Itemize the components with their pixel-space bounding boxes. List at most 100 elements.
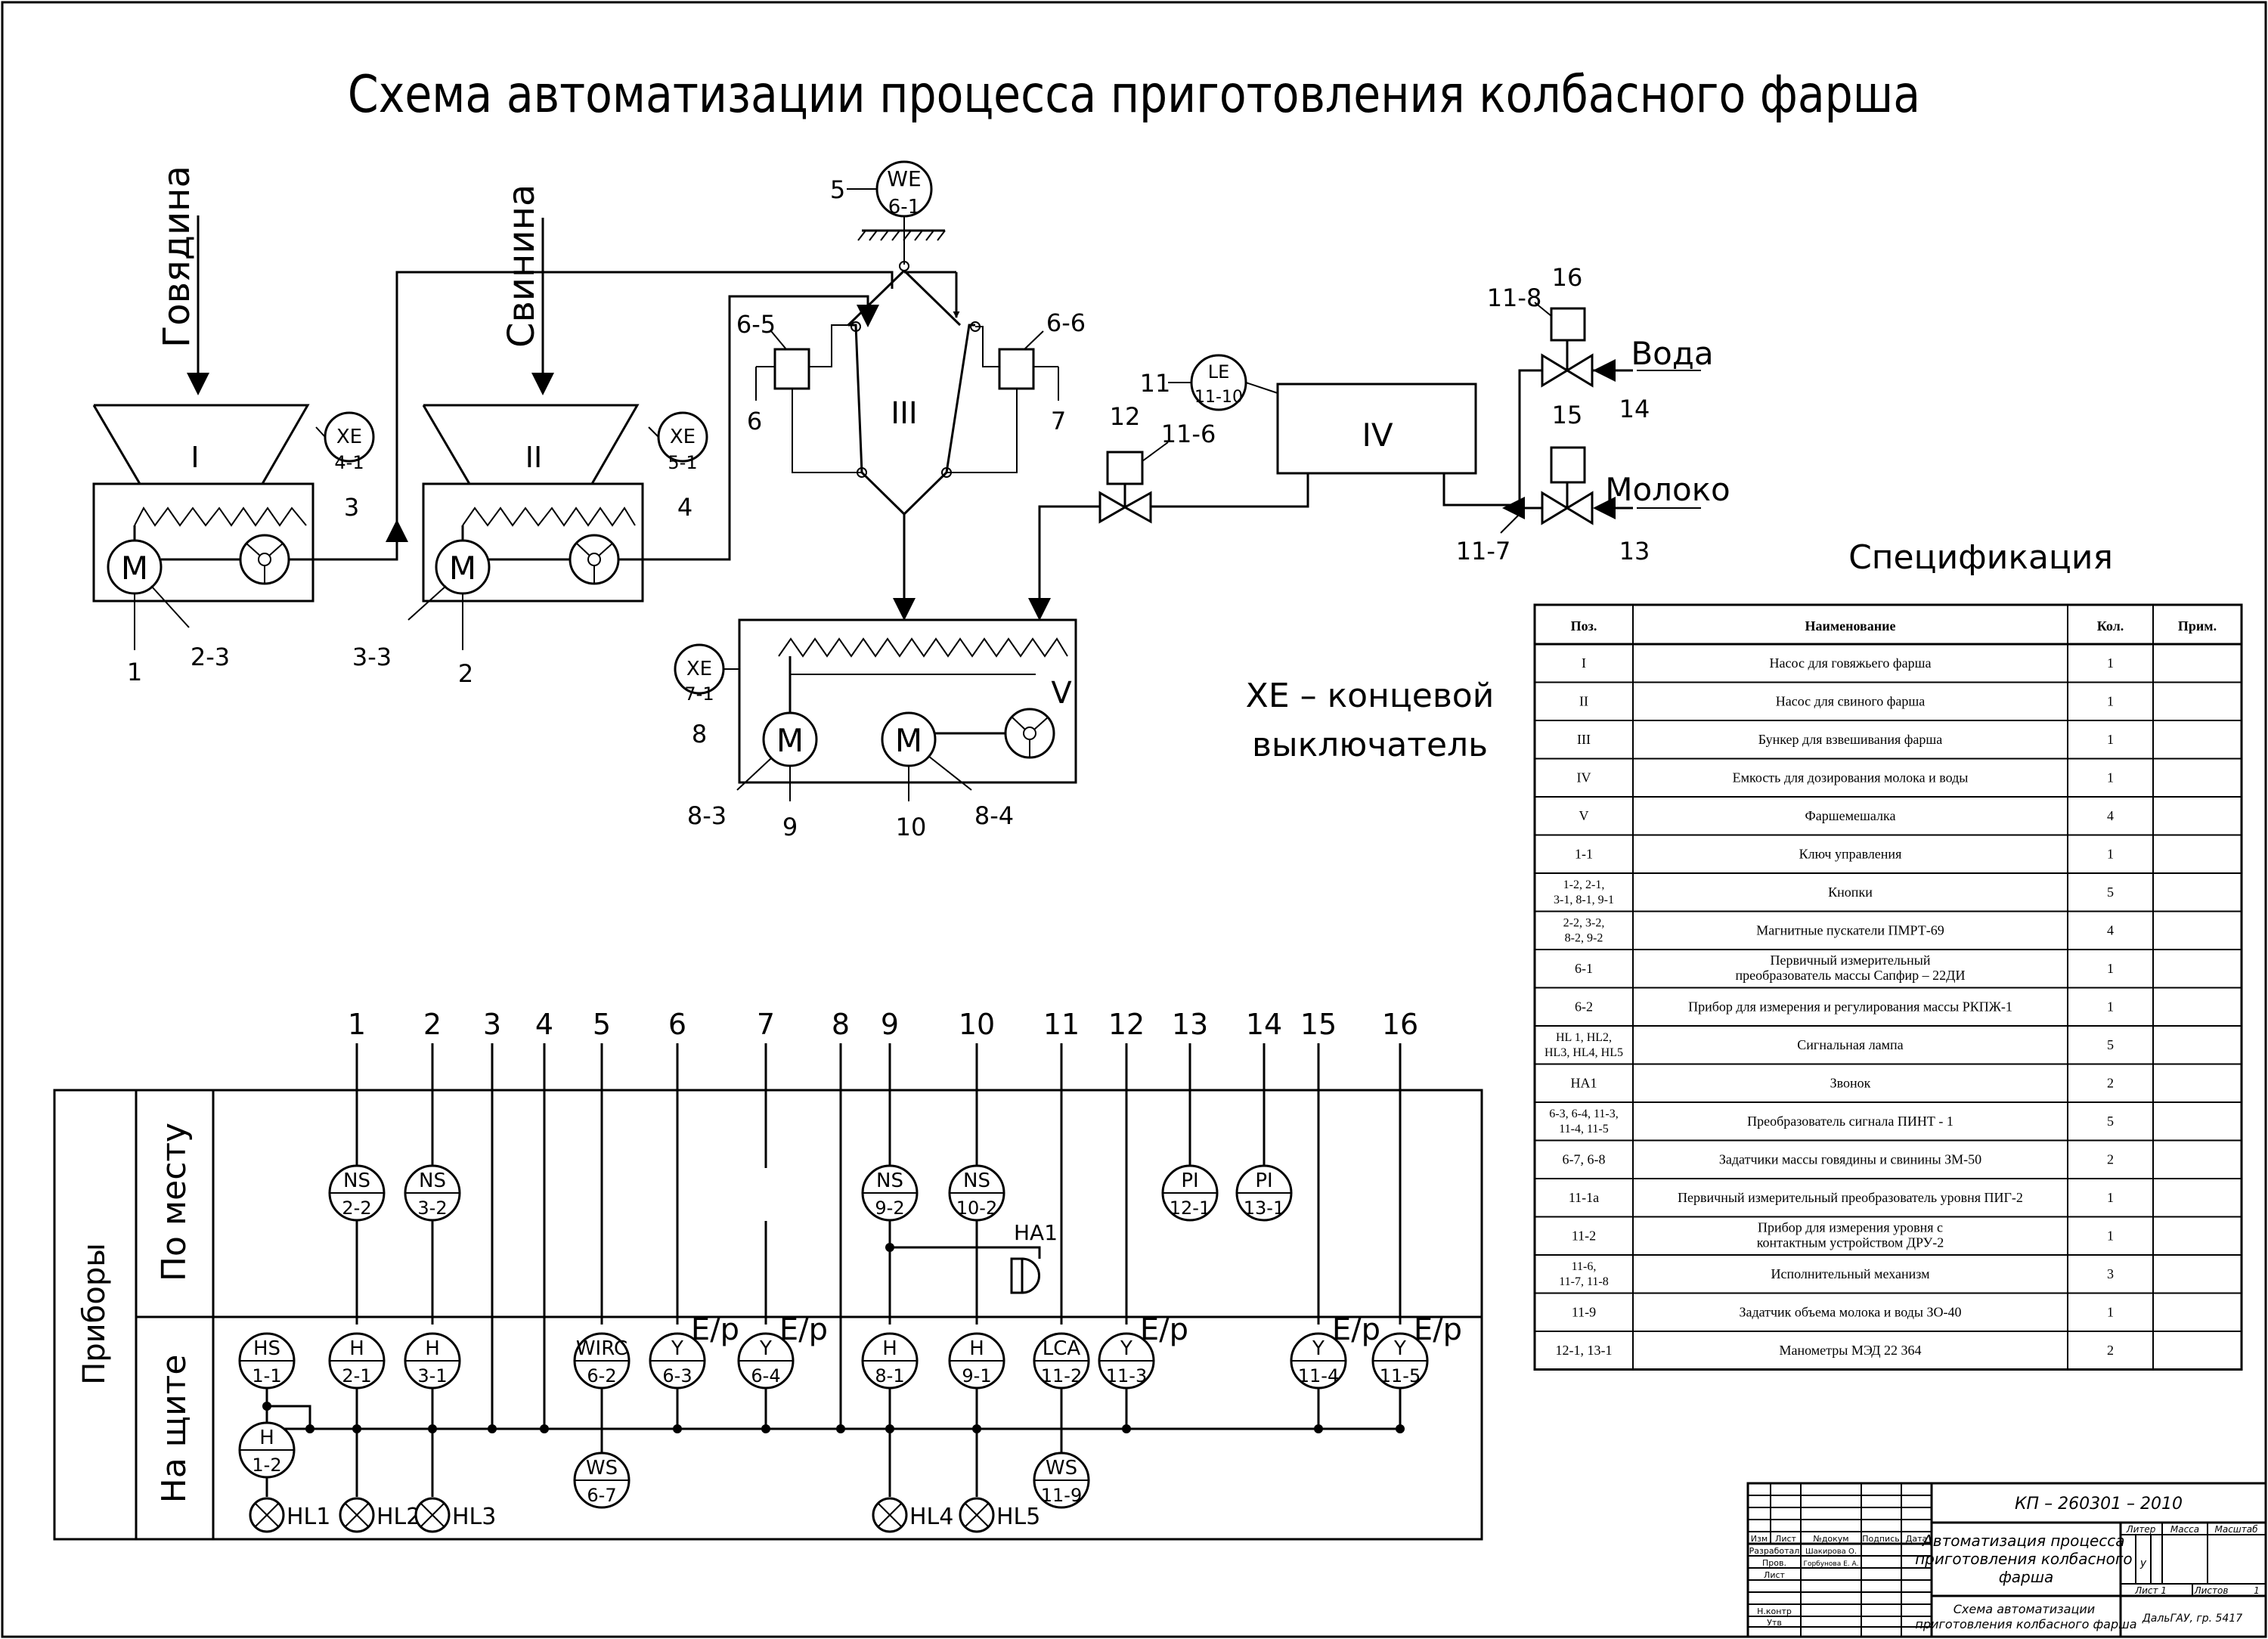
spec-qty-cell: 1 [2107, 847, 2114, 862]
spec-header-cell: Кол. [2097, 618, 2124, 634]
wirc-6-2-bubble-pos: 6-2 [587, 1365, 616, 1386]
h-2-1-bubble-pos: 2-1 [342, 1365, 371, 1386]
svg-text:№докум: №докум [1813, 1534, 1848, 1544]
line-number-label: 14 [1246, 1008, 1282, 1041]
svg-text:1: 1 [127, 658, 142, 686]
svg-text:6-5: 6-5 [736, 310, 776, 339]
spec-name-cell: Задатчики массы говядины и свинины ЗМ-50 [1719, 1152, 1981, 1167]
spec-header-cell: Наименование [1805, 618, 1896, 634]
line-number-label: 4 [535, 1008, 553, 1041]
svg-text:Лист: Лист [1764, 1570, 1785, 1580]
y-11-4-bubble-pos: 11-4 [1298, 1365, 1339, 1386]
svg-text:11-10: 11-10 [1194, 388, 1243, 407]
ep-converter-label: E/p [1332, 1312, 1380, 1347]
spec-pos-cell: 11-6, [1572, 1260, 1597, 1273]
ns-10-2-bubble-pos: 10-2 [956, 1197, 997, 1219]
svg-text:Н.контр: Н.контр [1757, 1606, 1792, 1616]
spec-qty-cell: 1 [2107, 732, 2114, 747]
instrument-panel: Приборы По месту На щите [53, 1089, 1483, 1541]
spec-name-cell: Сигнальная лампа [1797, 1037, 1903, 1052]
lca-11-2-bubble-pos: 11-2 [1041, 1365, 1082, 1386]
ns-9-2-bubble-pos: 9-2 [875, 1197, 904, 1219]
svg-text:6: 6 [747, 407, 762, 435]
unit-iii-bunker: III 6 6-5 7 6-6 [736, 269, 1086, 516]
svg-text:II: II [525, 441, 542, 474]
svg-text:2: 2 [458, 659, 473, 688]
lamp-hl1-label: HL1 [287, 1504, 330, 1530]
ep-converter-label: E/p [691, 1312, 739, 1347]
h-8-1-bubble-code: H [882, 1337, 897, 1360]
beef-input: Говядина [156, 166, 209, 395]
spec-pos-cell: 6-3, 6-4, 11-3, [1549, 1108, 1618, 1120]
y-11-3-bubble-pos: 11-3 [1106, 1365, 1147, 1386]
line-number-label: 3 [483, 1008, 501, 1041]
spec-name-cell: Фаршемешалка [1805, 808, 1896, 823]
spec-pos-cell: 2-2, 3-2, [1563, 917, 1605, 930]
y-11-5-bubble: Y11-5 [1371, 1332, 1429, 1390]
lamp-hl4: HL4 [872, 1497, 953, 1533]
h-3-1-bubble: H3-1 [404, 1332, 461, 1390]
ns-9-2-bubble: NS9-2 [861, 1164, 919, 1222]
svg-text:Масса: Масса [2170, 1524, 2199, 1535]
ws-11-9-bubble-pos: 11-9 [1041, 1485, 1082, 1506]
svg-text:2-3: 2-3 [191, 643, 230, 671]
line-number-label: 12 [1108, 1008, 1145, 1041]
svg-text:XE: XE [336, 426, 362, 448]
svg-text:На щите: На щите [155, 1355, 194, 1504]
svg-text:11: 11 [1140, 369, 1171, 398]
spec-name-cell: Кнопки [1828, 885, 1873, 900]
spec-qty-cell: 1 [2107, 1190, 2114, 1205]
svg-text:11-8: 11-8 [1487, 283, 1542, 312]
junction-dot [488, 1424, 497, 1433]
spec-qty-cell: 1 [2107, 694, 2114, 709]
svg-text:Вода: Вода [1631, 335, 1713, 372]
hs-1-1-bubble-code: HS [253, 1337, 280, 1360]
spec-name-cell: Преобразователь сигнала ПИНТ - 1 [1747, 1114, 1954, 1129]
spec-qty-cell: 4 [2107, 808, 2114, 823]
spec-name-cell: Насос для говяжьего фарша [1770, 655, 1932, 671]
spec-qty-cell: 5 [2107, 885, 2114, 900]
spec-pos-cell: 11-2 [1572, 1228, 1596, 1244]
spec-pos-cell: 11-9 [1572, 1305, 1596, 1320]
h-1-2-bubble-pos: 1-2 [252, 1455, 281, 1476]
svg-text:8-4: 8-4 [974, 801, 1014, 830]
lamp-hl2-label: HL2 [376, 1504, 420, 1530]
svg-text:M: M [895, 722, 922, 759]
pi-13-1-bubble-code: PI [1255, 1170, 1272, 1192]
svg-text:Подпись: Подпись [1862, 1534, 1899, 1544]
svg-text:IV: IV [1362, 417, 1393, 454]
svg-text:6-6: 6-6 [1046, 308, 1086, 337]
svg-text:Разработал: Разработал [1749, 1546, 1800, 1556]
line-number-label: 1 [348, 1008, 366, 1041]
y-6-3-bubble-code: Y [671, 1337, 683, 1360]
line-number-label: 6 [668, 1008, 686, 1041]
spec-name-cell: Звонок [1830, 1076, 1871, 1091]
h-3-1-bubble-pos: 3-1 [417, 1365, 447, 1386]
y-11-4-bubble: Y 11-4 [1290, 1332, 1347, 1390]
y-11-3-bubble-code: Y [1120, 1337, 1132, 1360]
h-2-1-bubble-code: H [349, 1337, 364, 1360]
svg-text:Шакирова О.: Шакирова О. [1805, 1548, 1857, 1556]
line-number-label: 15 [1300, 1008, 1337, 1041]
svg-text:V: V [1051, 676, 1072, 711]
h-1-2-bubble: H1-2 [238, 1421, 296, 1479]
ns-3-2-bubble-pos: 3-2 [417, 1197, 447, 1219]
spec-header-cell: Прим. [2178, 618, 2217, 634]
y-6-3-bubble: Y6-3 [649, 1332, 706, 1390]
y-11-4-bubble-code: Y [1312, 1337, 1325, 1360]
spec-pos-cell: 1-2, 2-1, [1563, 878, 1605, 891]
spec-name-cell: Бункер для взвешивания фарша [1758, 732, 1943, 747]
spec-pos-cell: 11-1а [1569, 1190, 1599, 1205]
svg-text:4: 4 [677, 493, 692, 522]
unit-v-mixer: V M M XE 7-1 8 9 8-3 10 8-4 [674, 618, 1077, 841]
svg-text:3: 3 [344, 493, 359, 522]
title-block: Изм Лист №докум Подпись Дата Разработал … [1746, 1482, 2267, 1638]
svg-text:13: 13 [1619, 537, 1650, 565]
line-number-label: 8 [832, 1008, 850, 1041]
line-number-label: 2 [423, 1008, 442, 1041]
spec-name-cell: Ключ управления [1799, 847, 1902, 862]
spec-qty-cell: 2 [2107, 1152, 2114, 1167]
